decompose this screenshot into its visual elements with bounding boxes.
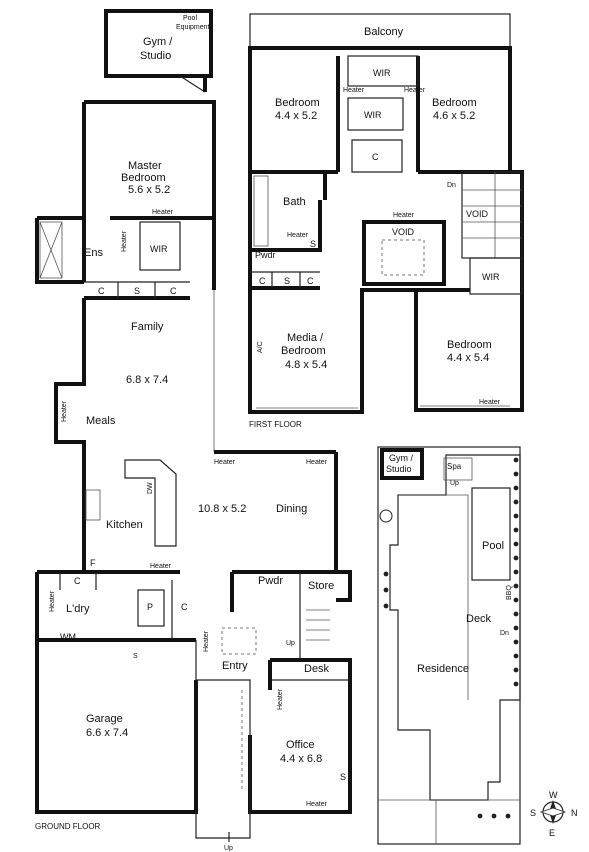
heater-label-dining-2: Heater <box>306 459 328 466</box>
media-size: 4.8 x 5.4 <box>285 359 327 371</box>
family-size: 6.8 x 7.4 <box>126 374 168 386</box>
site-plan <box>377 446 521 845</box>
ac-label: A/C <box>257 341 264 353</box>
office-size: 4.4 x 6.8 <box>280 753 322 765</box>
gym-site-label-1: Gym / <box>389 453 413 463</box>
master-size: 5.6 x 5.2 <box>128 184 170 196</box>
cupboard-label-laundry: C <box>74 576 81 586</box>
powder-label-ground: Pwdr <box>258 575 283 587</box>
media-label-1: Media / <box>287 332 324 344</box>
dining-label: Dining <box>276 503 307 515</box>
cupboard-label-1: C <box>259 276 266 286</box>
office-label: Office <box>286 739 315 751</box>
gym-label-1: Gym / <box>143 36 173 48</box>
first-floor-plan <box>248 13 524 414</box>
desk-label: Desk <box>304 663 330 675</box>
store-label: Store <box>308 580 334 592</box>
heater-label-bedroom-lower: Heater <box>479 399 501 406</box>
ensuite-label: Ens <box>84 247 103 259</box>
compass-n: N <box>571 808 578 818</box>
heater-label-bedroom-right: Heater <box>404 87 426 94</box>
up-label-stair: Up <box>286 640 295 647</box>
up-label-entry: Up <box>224 845 233 852</box>
cupboard-label-master-2: C <box>170 286 177 296</box>
gym-site-label-2: Studio <box>386 464 412 474</box>
garage-label: Garage <box>86 713 123 725</box>
compass-w: W <box>549 790 558 800</box>
media-label-2: Bedroom <box>281 345 326 357</box>
wir-label-master: WIR <box>150 244 168 254</box>
heater-label-entry: Heater <box>203 630 210 652</box>
balcony-label: Balcony <box>364 26 404 38</box>
heater-label-meals: Heater <box>61 400 68 422</box>
cupboard-label-upper: C <box>372 152 379 162</box>
heater-label-bath: Heater <box>287 232 309 239</box>
kitchen-size: 10.8 x 5.2 <box>198 503 246 515</box>
gym-studio-building <box>104 9 213 93</box>
heater-label-office: Heater <box>277 688 284 710</box>
bedroom-left-size: 4.4 x 5.2 <box>275 110 317 122</box>
ground-floor-label: GROUND FLOOR <box>35 822 101 831</box>
deck-label: Deck <box>466 613 492 625</box>
bedroom-right-label: Bedroom <box>432 97 477 109</box>
compass-icon <box>539 800 567 824</box>
storage-label-office: S <box>340 772 346 782</box>
heater-label-void: Heater <box>393 212 415 219</box>
storage-label-garage: S <box>133 653 138 660</box>
down-label-site: Dn <box>500 630 509 637</box>
storage-label-master: S <box>134 286 140 296</box>
bedroom-lower-size: 4.4 x 5.4 <box>447 352 489 364</box>
master-label-2: Bedroom <box>121 172 166 184</box>
master-label-1: Master <box>128 160 162 172</box>
spa-label: Spa <box>447 462 462 471</box>
bedroom-left-label: Bedroom <box>275 97 320 109</box>
up-label-site: Up <box>450 480 459 487</box>
first-floor-label: FIRST FLOOR <box>249 420 302 429</box>
cupboard-label-hall: C <box>181 602 188 612</box>
wir-label-lower: WIR <box>482 272 500 282</box>
storage-label-1: S <box>284 276 290 286</box>
meals-label: Meals <box>86 415 116 427</box>
residence-label: Residence <box>417 663 469 675</box>
ground-floor-plan <box>35 100 352 839</box>
bbq-label: BBQ <box>506 585 513 600</box>
void-label-stair: VOID <box>466 209 489 219</box>
pool-equipment-label-2: Equipment <box>176 24 210 31</box>
storage-label-bath: S <box>310 239 316 249</box>
void-label: VOID <box>392 227 415 237</box>
washing-machine-label: WM <box>60 632 76 642</box>
pool-label: Pool <box>482 540 504 552</box>
compass-s: S <box>530 808 536 818</box>
cupboard-label-2: C <box>307 276 314 286</box>
kitchen-label: Kitchen <box>106 519 143 531</box>
pool-equipment-label-1: Pool <box>183 15 197 22</box>
compass-e: E <box>549 828 555 838</box>
down-label-upper: Dn <box>447 182 456 189</box>
wir-label-top: WIR <box>373 68 391 78</box>
bath-label: Bath <box>283 196 306 208</box>
heater-label-ensuite: Heater <box>121 230 128 252</box>
heater-label-dining-1: Heater <box>214 459 236 466</box>
garage-size: 6.6 x 7.4 <box>86 727 128 739</box>
bedroom-lower-label: Bedroom <box>447 339 492 351</box>
cupboard-label-master-1: C <box>98 286 105 296</box>
bedroom-right-size: 4.6 x 5.2 <box>433 110 475 122</box>
laundry-label: L'dry <box>66 603 90 615</box>
heater-label-laundry: Heater <box>49 590 56 612</box>
entry-label: Entry <box>222 660 248 672</box>
family-label: Family <box>131 321 164 333</box>
wir-label-mid: WIR <box>364 110 382 120</box>
gym-label-2: Studio <box>140 50 171 62</box>
dishwasher-label: DW <box>147 482 154 494</box>
powder-label-upper: Pwdr <box>255 250 276 260</box>
heater-label-office-bottom: Heater <box>306 801 328 808</box>
heater-label-master: Heater <box>152 209 174 216</box>
heater-label-kitchen: Heater <box>150 563 172 570</box>
fridge-label: F <box>90 558 96 568</box>
heater-label-bedroom-left: Heater <box>343 87 365 94</box>
pantry-label: P <box>147 602 153 612</box>
